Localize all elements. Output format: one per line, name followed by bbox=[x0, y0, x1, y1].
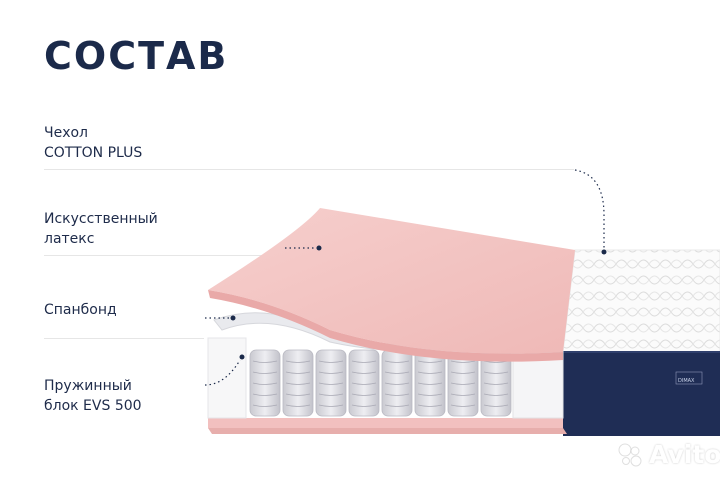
spring-coil-line bbox=[252, 371, 278, 374]
spring-coil-line bbox=[384, 393, 410, 396]
spring-coil-line bbox=[417, 404, 443, 407]
divider-2 bbox=[44, 255, 284, 256]
spring-coil-line bbox=[450, 382, 476, 385]
leader-line-springs bbox=[204, 359, 241, 386]
spring-coil-line bbox=[252, 360, 278, 363]
spring-coil-line bbox=[285, 371, 311, 374]
spring-pocket bbox=[249, 349, 281, 417]
layer-label-cover: Чехол COTTON PLUS bbox=[44, 123, 142, 163]
spring-coil-line bbox=[450, 371, 476, 374]
spring-coil-line bbox=[318, 404, 344, 407]
spring-coil-line bbox=[318, 371, 344, 374]
brand-label-patch bbox=[675, 371, 703, 385]
avito-watermark-text: Avito bbox=[649, 440, 720, 469]
brand-tag: DIMAX bbox=[678, 378, 695, 384]
layer-label-cover-line1: Чехол bbox=[44, 125, 89, 141]
layer-label-springs-line1: Пружинный bbox=[44, 378, 132, 394]
spring-coil-line bbox=[351, 371, 377, 374]
spring-coil-line bbox=[483, 393, 509, 396]
spring-coil-line bbox=[351, 382, 377, 385]
spring-coil-line bbox=[318, 382, 344, 385]
spring-coil-line bbox=[318, 393, 344, 396]
spring-coil-line bbox=[450, 393, 476, 396]
spring-coil-line bbox=[384, 404, 410, 407]
divider-1 bbox=[44, 169, 574, 170]
layer-label-spunbond-line1: Спанбонд bbox=[44, 302, 117, 318]
layer-label-spunbond: Спанбонд bbox=[44, 300, 117, 320]
spring-coil-line bbox=[351, 360, 377, 363]
layer-label-cover-line2: COTTON PLUS bbox=[44, 145, 143, 161]
spring-coil-line bbox=[417, 360, 443, 363]
spring-coil-line bbox=[417, 393, 443, 396]
spring-coil-line bbox=[285, 404, 311, 407]
mattress-cover-top bbox=[562, 249, 720, 353]
spring-coil-line bbox=[483, 371, 509, 374]
spring-coil-line bbox=[351, 393, 377, 396]
mattress-side-panel bbox=[563, 351, 720, 436]
latex-layer-lifted bbox=[208, 208, 575, 362]
avito-logo-icon bbox=[618, 443, 642, 466]
spring-coil-line bbox=[351, 404, 377, 407]
leader-lines bbox=[204, 169, 605, 386]
spring-coil-line bbox=[252, 382, 278, 385]
layer-label-springs-line2: блок EVS 500 bbox=[44, 398, 142, 414]
spring-coil-line bbox=[384, 360, 410, 363]
leader-dot-spunbond bbox=[230, 315, 236, 321]
layer-label-latex-line1: Искусственный bbox=[44, 211, 158, 227]
spring-coil-line bbox=[285, 382, 311, 385]
spring-coil-line bbox=[384, 371, 410, 374]
base-latex-layer bbox=[208, 418, 567, 434]
spring-coil-line bbox=[483, 404, 509, 407]
leader-dot-latex bbox=[316, 245, 322, 251]
spring-coil-line bbox=[252, 404, 278, 407]
spring-pocket bbox=[315, 349, 347, 417]
spring-coil-line bbox=[384, 382, 410, 385]
leader-line-cover bbox=[574, 169, 605, 252]
layer-label-latex: Искусственный латекс bbox=[44, 209, 158, 249]
leader-dot-cover bbox=[601, 249, 607, 255]
layer-label-springs: Пружинный блок EVS 500 bbox=[44, 376, 142, 416]
spring-pocket bbox=[282, 349, 314, 417]
spring-coil-line bbox=[450, 360, 476, 363]
avito-watermark: Avito bbox=[616, 440, 720, 469]
spring-coil-line bbox=[252, 393, 278, 396]
spring-coil-line bbox=[417, 371, 443, 374]
divider-3 bbox=[44, 338, 204, 339]
spring-coil-line bbox=[417, 382, 443, 385]
spring-coil-line bbox=[285, 360, 311, 363]
leader-dot-springs bbox=[239, 354, 245, 360]
page-title: СОСТАВ bbox=[44, 34, 229, 78]
spring-coil-line bbox=[450, 404, 476, 407]
layer-label-latex-line2: латекс bbox=[44, 231, 95, 247]
spring-block bbox=[207, 337, 564, 419]
spring-coil-line bbox=[483, 382, 509, 385]
spring-coil-line bbox=[285, 393, 311, 396]
spring-coil-line bbox=[318, 360, 344, 363]
spring-pocket bbox=[348, 349, 380, 417]
